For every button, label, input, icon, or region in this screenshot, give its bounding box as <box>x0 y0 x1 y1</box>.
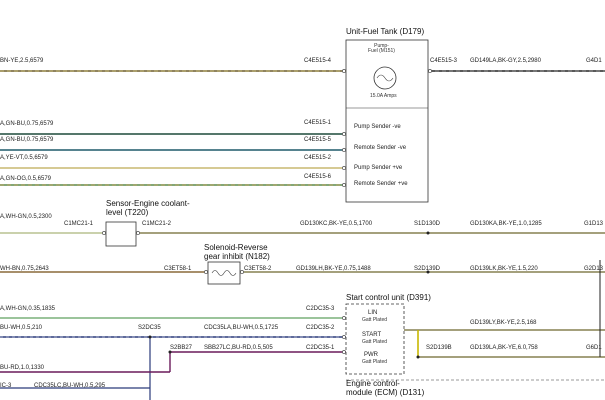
wire-label-cdc35la: CDC35LA,BU-WH,0.5,1725 <box>204 325 279 331</box>
conn-right-edge-1: G4D1 <box>586 58 602 64</box>
tank-row-2: Remote Sender -ve <box>354 145 407 151</box>
wire-label-2: A,GN-BU,0.75,6579 <box>0 121 54 127</box>
wire-label-5: A,GN-OG,0.5,6579 <box>0 176 52 182</box>
conn-c4e515-6: C4E515-6 <box>304 174 332 180</box>
conn-c4e515-2: C4E515-2 <box>304 155 332 161</box>
conn-c2dc35-1: C2DC35-1 <box>306 345 335 351</box>
conn-c2dc35-2: C2DC35-2 <box>306 325 335 331</box>
start-unit-lin: LIN <box>368 310 378 316</box>
tank-row-3: Pump Sender +ve <box>354 165 403 171</box>
conn-right-edge-4: G6D1 <box>586 345 602 351</box>
splice-s2bb27 <box>168 350 172 354</box>
wire-label-gd139lh: GD139LH,BK-YE,0.75,1488 <box>296 266 371 272</box>
splice-s2d139d <box>426 270 430 274</box>
conn-c4e515-5: C4E515-5 <box>304 137 332 143</box>
connector-pins <box>102 69 432 354</box>
tank-row-1: Pump Sender -ve <box>354 124 401 130</box>
start-unit-pwr-sub: Gatt Plated <box>362 359 388 365</box>
wire-label-3: A,GN-BU,0.75,6579 <box>0 137 54 143</box>
splice-label-s2d139d: S2D139D <box>414 266 441 272</box>
start-unit-box <box>345 303 405 375</box>
start-unit-start-sub: Gatt Plated <box>362 339 388 345</box>
splice-label-s2bb27: S2BB27 <box>170 345 193 351</box>
wire-label-1: BN-YE,2.5,6579 <box>0 58 44 64</box>
wire-label-tank-out: GD149LA,BK-GY,2.5,2980 <box>470 58 541 64</box>
wire-label-gd130kc: GD130KC,BK-YE,0.5,1700 <box>300 221 373 227</box>
wire-label-11-mid: CDC35LC,BU-WH,0.5,295 <box>34 383 106 389</box>
conn-c3et58-2: C3ET58-2 <box>244 266 272 272</box>
solenoid-title: Solenoid-Reverse gear inhibit (N182) <box>204 243 270 261</box>
wire-label-11: IC-3 <box>0 383 12 389</box>
conn-c2dc35-3: C2DC35-3 <box>306 306 335 312</box>
conn-right-edge-2: G1D13 <box>584 221 604 227</box>
fuel-tank-box <box>345 39 429 203</box>
start-unit-lin-sub: Gatt Plated <box>362 317 388 323</box>
splice-label-s2d139b: S2D139B <box>426 345 452 351</box>
wire-label-gd139ly: GD139LY,BK-YE,2.5,168 <box>470 320 537 326</box>
coolant-sensor-box <box>105 221 137 247</box>
wire-label-gd130ka: GD130KA,BK-YE,1.0,1285 <box>470 221 542 227</box>
wire-label-6: A,WH-GN,0.5,2300 <box>0 214 52 220</box>
splice-s2dc35 <box>148 335 152 339</box>
fuel-pump-amps: 15.0A Amps <box>370 93 397 99</box>
start-unit-start: START <box>362 332 382 338</box>
conn-c1mc21-2: C1MC21-2 <box>142 221 172 227</box>
splice-label-s1d130d: S1D130D <box>414 221 441 227</box>
wire-label-gd139lk: GD139LK,BK-YE,1.5,220 <box>470 266 538 272</box>
fuel-pump-label: Pump- Fuel (M151) <box>368 43 395 54</box>
splice-label-s2dc35: S2DC35 <box>138 325 161 331</box>
fuel-pump-coil-icon <box>376 74 394 82</box>
conn-c4e515-3: C4E515-3 <box>430 58 458 64</box>
conn-c4e515-1: C4E515-1 <box>304 120 332 126</box>
wire-label-10: BU-RD,1.0,1330 <box>0 365 45 371</box>
splice-s1d130d <box>426 231 430 235</box>
fuel-tank-title: Unit-Fuel Tank (D179) <box>346 27 425 36</box>
splice-s2d139b <box>416 355 420 359</box>
solenoid-coil-icon <box>211 270 237 276</box>
wire-label-9: BU-WH,0.5,210 <box>0 325 43 331</box>
start-unit-pwr: PWR <box>364 352 378 358</box>
start-unit-title: Start control unit (D391) <box>346 293 431 302</box>
wire-label-8: A,WH-GN,0.35,1835 <box>0 306 56 312</box>
solenoid-box <box>207 261 241 285</box>
wire-label-7: WH-BN,0.75,2643 <box>0 266 49 272</box>
wire-label-gd139la: GD139LA,BK-YE,6.0,758 <box>470 345 538 351</box>
ecm-title: Engine control- module (ECM) (D131) <box>346 379 425 397</box>
conn-c3et58-1: C3ET58-1 <box>164 266 192 272</box>
conn-c4e515-4: C4E515-4 <box>304 58 332 64</box>
wire-label-4: A,YE-VT,0.5,6579 <box>0 155 48 161</box>
fuel-pump-motor-icon <box>373 66 397 90</box>
tank-row-4: Remote Sender +ve <box>354 181 408 187</box>
coolant-sensor-title: Sensor-Engine coolant- level (T220) <box>106 199 190 217</box>
wire-label-sbb27lc: SBB27LC,BU-RD,0.5,505 <box>204 345 273 351</box>
conn-right-edge-3: G2D13 <box>584 266 604 272</box>
conn-c1mc21-1: C1MC21-1 <box>64 221 94 227</box>
